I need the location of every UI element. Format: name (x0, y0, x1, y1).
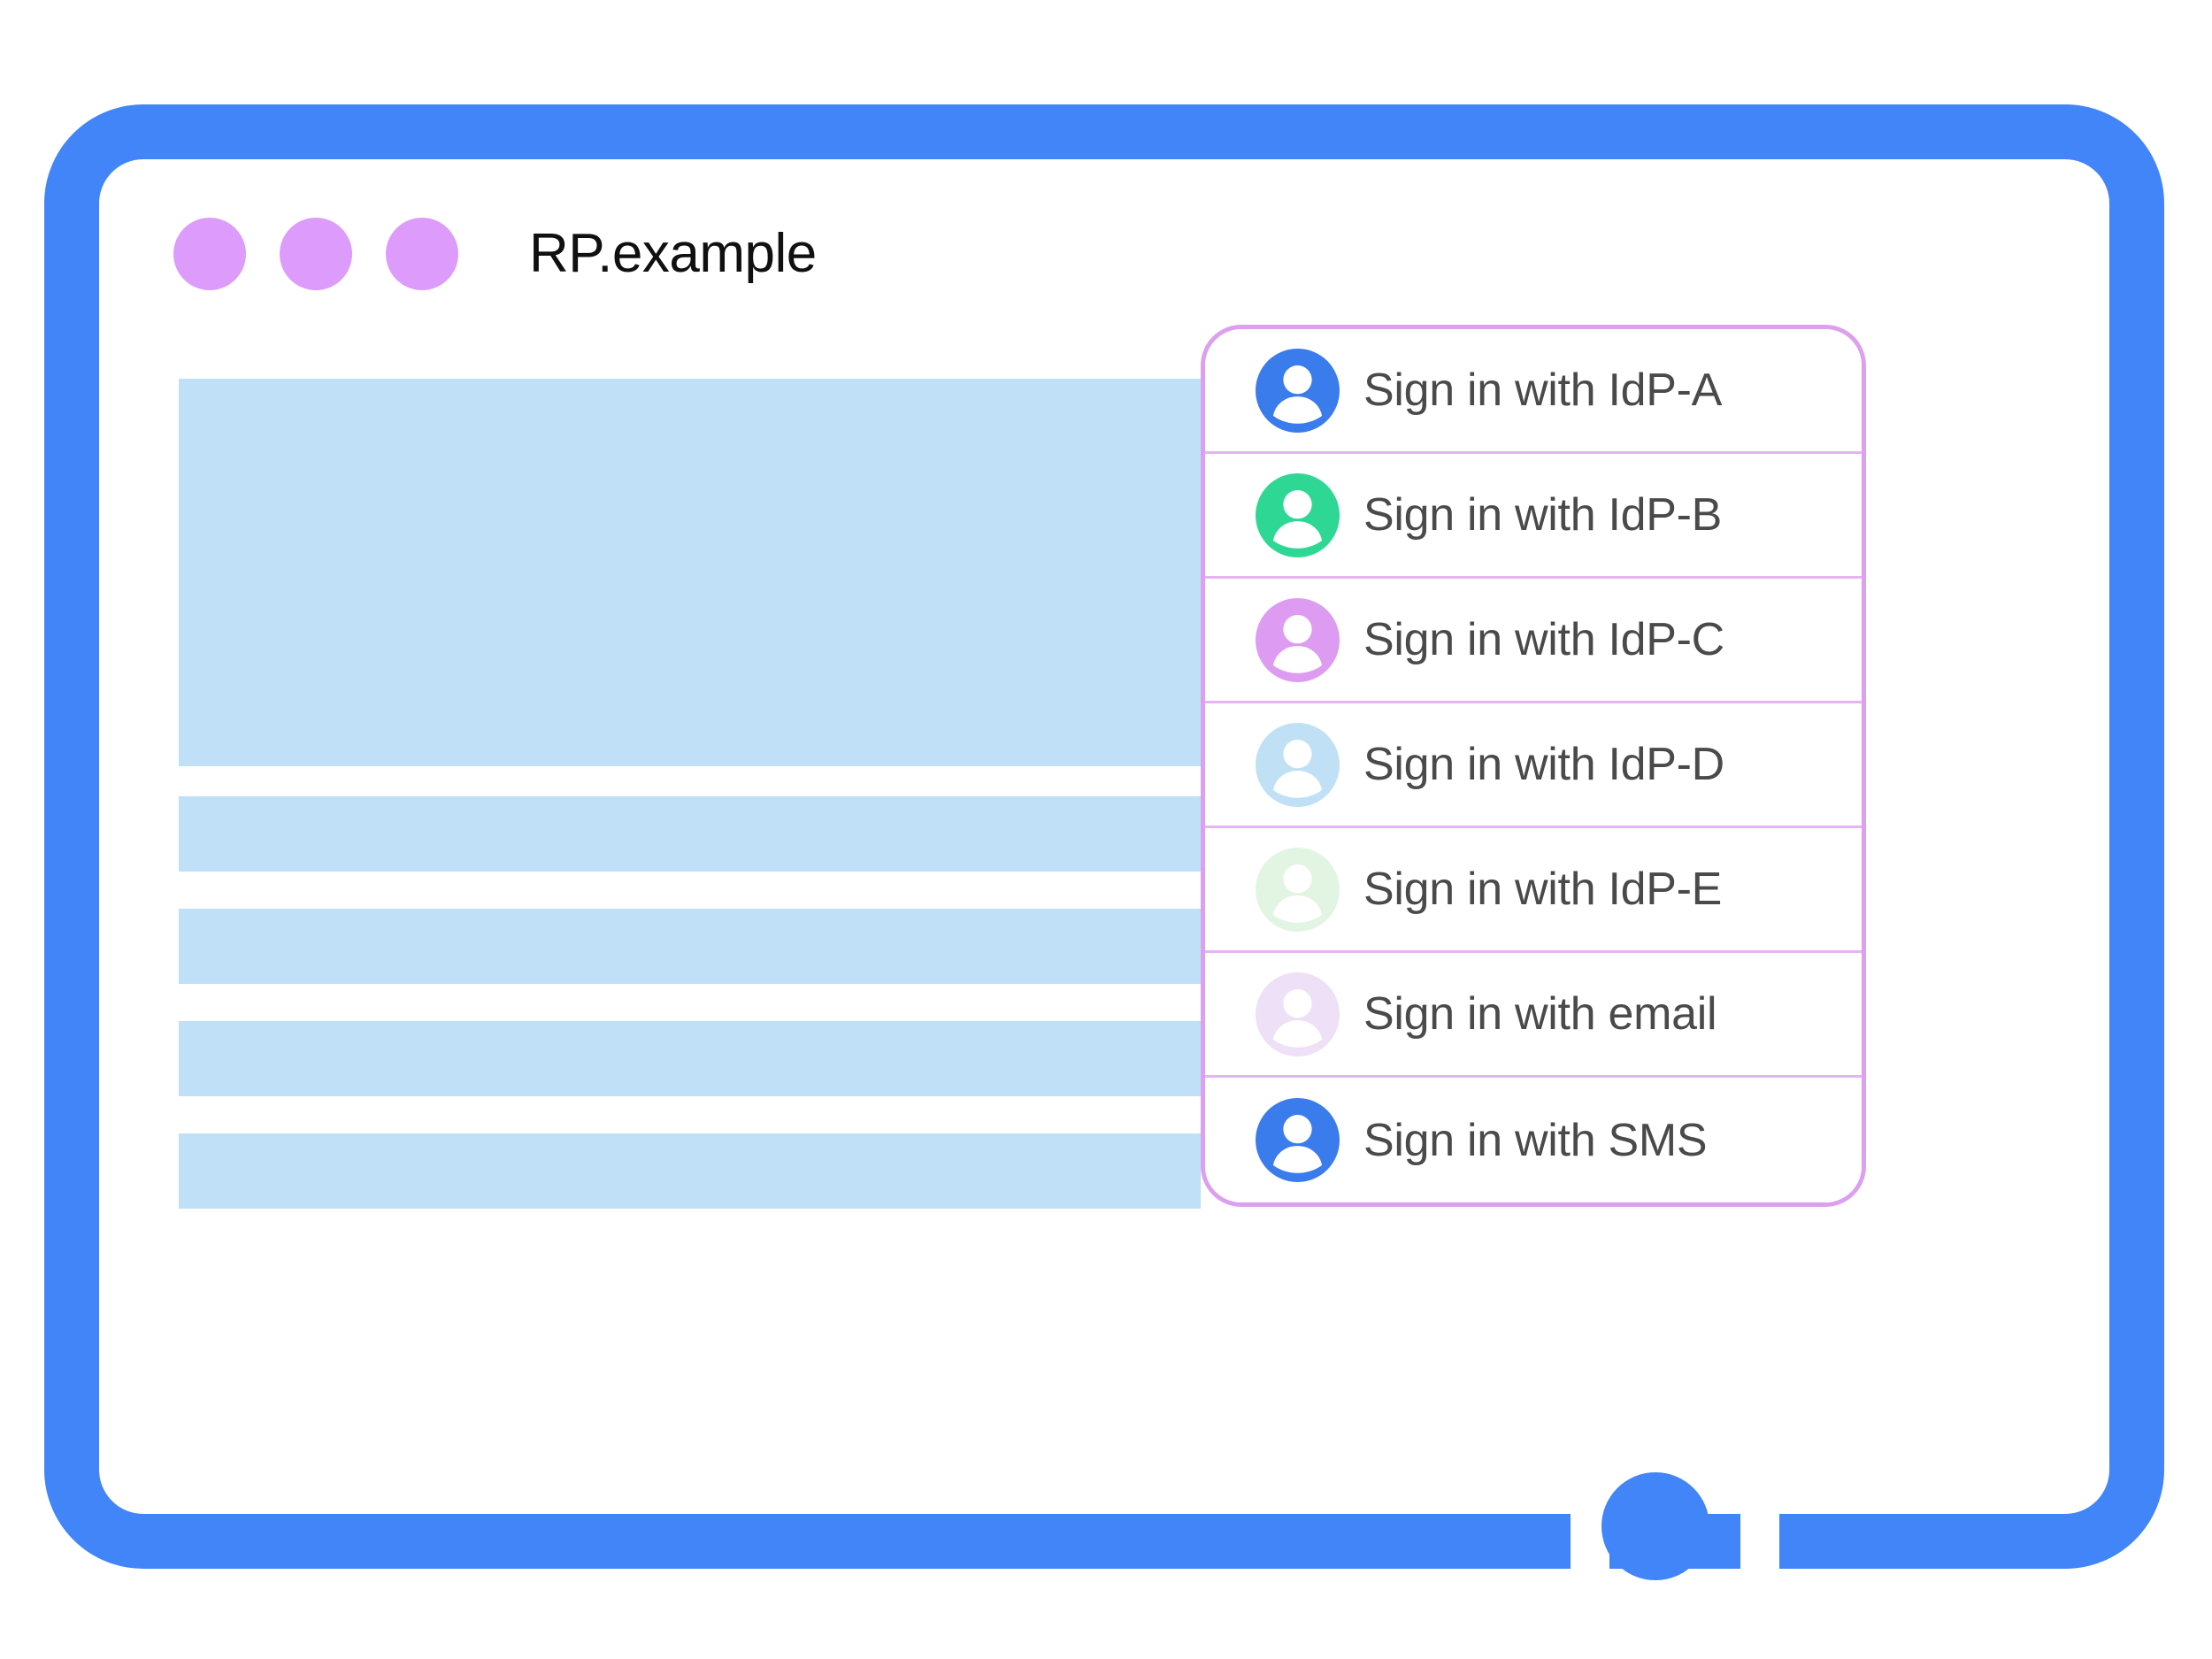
page-title: RP.example (529, 223, 817, 284)
page-content-placeholders (179, 379, 1201, 1209)
signin-option-label: Sign in with IdP-E (1363, 864, 1723, 915)
signin-option-idp-d[interactable]: Sign in with IdP-D (1205, 703, 1862, 828)
signin-option-idp-c[interactable]: Sign in with IdP-C (1205, 579, 1862, 703)
device-bezel (44, 104, 2164, 1569)
window-titlebar: RP.example (173, 205, 817, 303)
text-placeholder-1 (179, 796, 1201, 872)
text-placeholder-4 (179, 1133, 1201, 1209)
hero-placeholder (179, 379, 1201, 766)
account-avatar-icon (1256, 847, 1340, 932)
signin-option-idp-b[interactable]: Sign in with IdP-B (1205, 454, 1862, 579)
account-avatar-icon (1256, 722, 1340, 807)
account-avatar-icon (1256, 972, 1340, 1056)
device-frame: RP.example Sign in with IdP-A (44, 104, 2164, 1580)
signin-option-label: Sign in with IdP-A (1363, 365, 1723, 416)
window-dot-1[interactable] (173, 218, 246, 290)
signin-option-sms[interactable]: Sign in with SMS (1205, 1078, 1862, 1202)
signin-option-email[interactable]: Sign in with email (1205, 953, 1862, 1078)
signin-account-chooser: Sign in with IdP-A Sign in with IdP-B (1201, 325, 1866, 1207)
text-placeholder-3 (179, 1021, 1201, 1096)
signin-option-idp-a[interactable]: Sign in with IdP-A (1205, 329, 1862, 454)
account-avatar-icon (1256, 597, 1340, 682)
account-avatar-icon (1256, 472, 1340, 557)
signin-option-label: Sign in with SMS (1363, 1114, 1708, 1166)
account-avatar-icon (1256, 1098, 1340, 1182)
home-button[interactable] (1601, 1472, 1709, 1580)
device-screen: RP.example Sign in with IdP-A (99, 159, 2109, 1514)
account-avatar-icon (1256, 348, 1340, 433)
signin-option-label: Sign in with IdP-C (1363, 614, 1724, 665)
signin-option-label: Sign in with IdP-D (1363, 739, 1724, 790)
window-dot-3[interactable] (386, 218, 458, 290)
home-button-gap-right (1740, 1456, 1779, 1570)
signin-option-label: Sign in with email (1363, 988, 1717, 1040)
text-placeholder-2 (179, 909, 1201, 984)
signin-option-idp-e[interactable]: Sign in with IdP-E (1205, 828, 1862, 953)
signin-option-label: Sign in with IdP-B (1363, 489, 1723, 541)
window-dot-2[interactable] (280, 218, 352, 290)
